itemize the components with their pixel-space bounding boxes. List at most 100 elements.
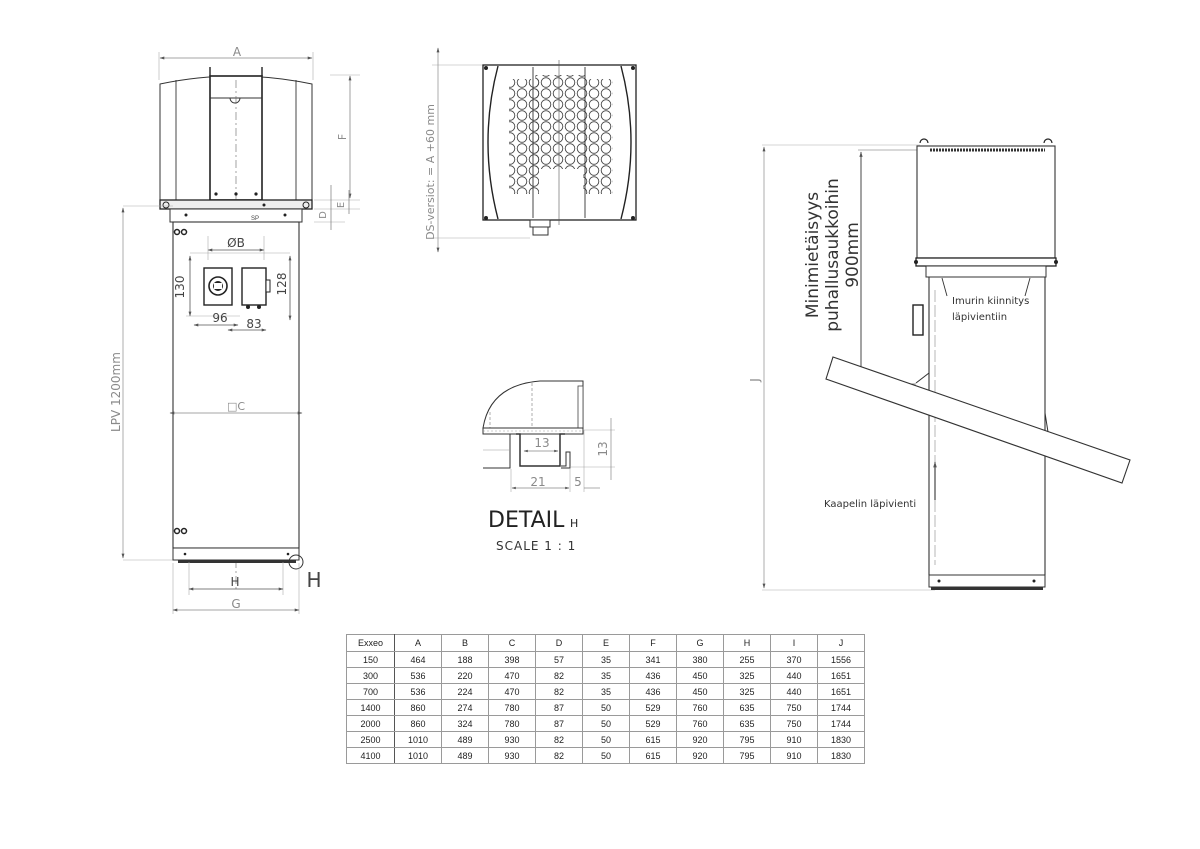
cell: 440 xyxy=(770,683,818,700)
cell: 50 xyxy=(582,731,630,748)
dim-f-label: F xyxy=(336,134,349,140)
cell: 529 xyxy=(629,715,677,732)
dim-c-label: □C xyxy=(227,400,245,413)
cell: 82 xyxy=(535,683,583,700)
cell: 1651 xyxy=(817,667,865,684)
dim-b-label: ØB xyxy=(227,236,245,250)
cell: 450 xyxy=(676,667,724,684)
cell: 50 xyxy=(582,747,630,764)
min-distance-line3: 900mm xyxy=(843,222,863,288)
dim-83-label: 83 xyxy=(246,317,261,331)
mounting-note-line1: Imurin kiinnitys xyxy=(952,296,1029,307)
cell: 341 xyxy=(629,651,677,668)
cell: 635 xyxy=(723,715,771,732)
cell: 750 xyxy=(770,699,818,716)
cell: 1010 xyxy=(394,747,442,764)
detail-scale: SCALE 1 : 1 xyxy=(496,539,576,553)
cell: 1651 xyxy=(817,683,865,700)
cell: 255 xyxy=(723,651,771,668)
header-g: G xyxy=(676,634,724,652)
cell: 470 xyxy=(488,667,536,684)
dim-130-label: 130 xyxy=(173,276,187,299)
header-h: H xyxy=(723,634,771,652)
cell: 380 xyxy=(676,651,724,668)
cell: 220 xyxy=(441,667,489,684)
dim-h-label: H xyxy=(230,575,239,589)
header-e: E xyxy=(582,634,630,652)
cell: 536 xyxy=(394,667,442,684)
cell: 1400 xyxy=(346,699,395,716)
cell: 50 xyxy=(582,699,630,716)
detail-dim-13-vertical: 13 xyxy=(596,441,610,456)
dim-lpv-label: LPV 1200mm xyxy=(109,352,123,432)
cell: 1830 xyxy=(817,731,865,748)
dim-96-label: 96 xyxy=(212,311,227,325)
cell: 795 xyxy=(723,747,771,764)
side-view: J Minimietäisyys puhallusaukkoihin 900mm… xyxy=(748,138,1131,591)
cell: 436 xyxy=(629,683,677,700)
cell: 615 xyxy=(629,731,677,748)
cell: 760 xyxy=(676,699,724,716)
cell: 398 xyxy=(488,651,536,668)
cell: 635 xyxy=(723,699,771,716)
dim-j-label: J xyxy=(748,378,762,383)
svg-text:SP: SP xyxy=(251,216,259,222)
detail-dim-21: 21 xyxy=(530,475,545,489)
cell: 1744 xyxy=(817,699,865,716)
dim-a-label: A xyxy=(233,45,242,59)
ds-version-note: DS-versiot: = A +60 mm xyxy=(424,104,437,240)
detail-title-suffix: H xyxy=(570,517,578,530)
header-model: Exxeo xyxy=(346,634,395,652)
cell: 57 xyxy=(535,651,583,668)
header-j: J xyxy=(817,634,865,652)
cell: 35 xyxy=(582,667,630,684)
cell: 50 xyxy=(582,715,630,732)
cell: 150 xyxy=(346,651,395,668)
cell: 760 xyxy=(676,715,724,732)
cell: 700 xyxy=(346,683,395,700)
cell: 224 xyxy=(441,683,489,700)
cell: 529 xyxy=(629,699,677,716)
cell: 35 xyxy=(582,651,630,668)
dim-d-label: D xyxy=(318,211,329,219)
cell: 440 xyxy=(770,667,818,684)
cell: 1830 xyxy=(817,747,865,764)
min-distance-line1: Minimietäisyys xyxy=(803,192,823,318)
cell: 1010 xyxy=(394,731,442,748)
cell: 1556 xyxy=(817,651,865,668)
cell: 464 xyxy=(394,651,442,668)
cell: 450 xyxy=(676,683,724,700)
cell: 930 xyxy=(488,747,536,764)
min-distance-line2: puhallusaukkoihin xyxy=(823,178,843,332)
cell: 188 xyxy=(441,651,489,668)
cell: 860 xyxy=(394,715,442,732)
cell: 2000 xyxy=(346,715,395,732)
mounting-note-line2: läpivientiin xyxy=(952,312,1007,323)
cell: 1744 xyxy=(817,715,865,732)
cell: 325 xyxy=(723,683,771,700)
cell: 82 xyxy=(535,667,583,684)
cell: 780 xyxy=(488,699,536,716)
cell: 795 xyxy=(723,731,771,748)
cell: 780 xyxy=(488,715,536,732)
dim-g-label: G xyxy=(231,597,240,611)
detail-title: DETAIL xyxy=(488,508,565,533)
detail-dim-5: 5 xyxy=(574,475,582,489)
table-header-row: Exxeo A B C D E F G H I J xyxy=(346,634,865,652)
cell: 489 xyxy=(441,731,489,748)
cell: 4100 xyxy=(346,747,395,764)
cell: 87 xyxy=(535,715,583,732)
cell: 930 xyxy=(488,731,536,748)
header-i: I xyxy=(770,634,818,652)
cell: 274 xyxy=(441,699,489,716)
cell: 536 xyxy=(394,683,442,700)
top-view: DS-versiot: = A +60 mm xyxy=(424,47,637,253)
cell: 750 xyxy=(770,715,818,732)
cell: 860 xyxy=(394,699,442,716)
header-f: F xyxy=(629,634,677,652)
